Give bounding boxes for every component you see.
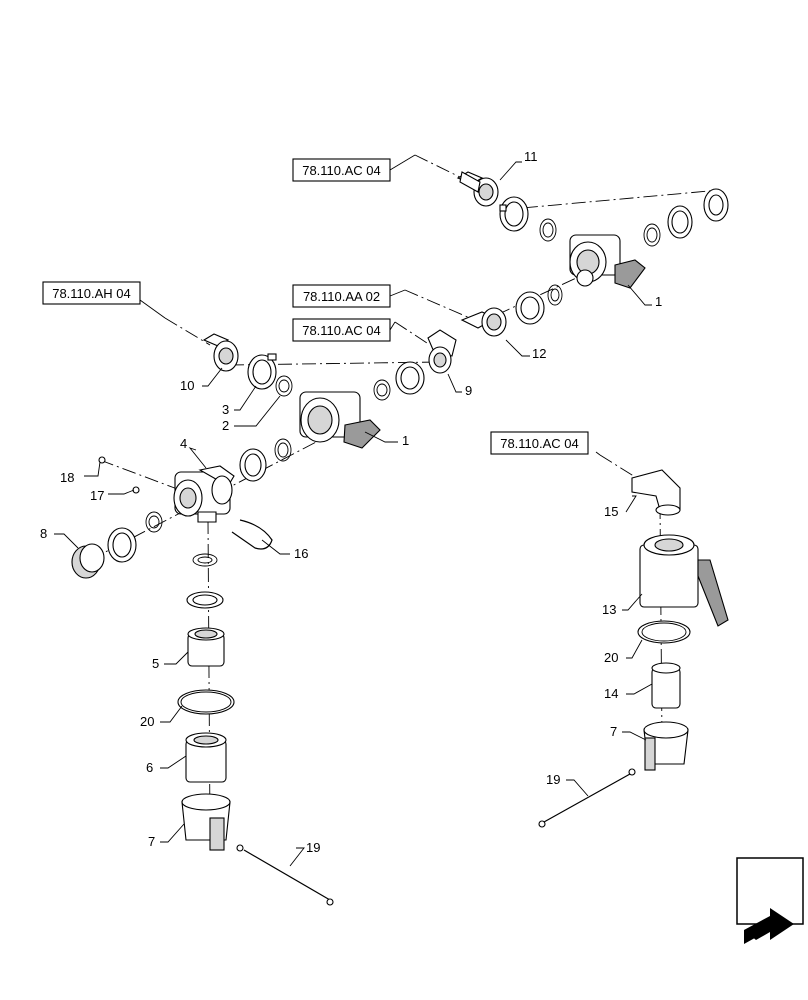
- callout-1-top: 1: [655, 294, 662, 309]
- callout-8: 8: [40, 526, 47, 541]
- clamp-3: [247, 353, 277, 390]
- callout-12: 12: [532, 346, 546, 361]
- leader-lines: [54, 154, 653, 867]
- clamp-ring-mid: [373, 361, 425, 401]
- callout-14: 14: [604, 686, 618, 701]
- ref-box-ah[interactable]: 78.110.AH 04: [42, 281, 141, 305]
- cam-lock-7-left: [181, 793, 231, 851]
- clamp-20-right: [637, 620, 691, 644]
- callout-6: 6: [146, 760, 153, 775]
- ref-box-ac-mid[interactable]: 78.110.AC 04: [292, 318, 391, 342]
- cap-8: [71, 543, 105, 579]
- clamp-ring-top: [499, 196, 529, 232]
- callout-11: 11: [524, 149, 538, 164]
- wire-pin-16: [231, 519, 273, 550]
- callout-15: 15: [604, 504, 618, 519]
- coupling-6: [185, 732, 227, 783]
- callout-2: 2: [222, 418, 229, 433]
- ref-top-label: 78.110.AC 04: [302, 163, 381, 178]
- tee-body-4: [173, 465, 235, 523]
- clamp-20-left: [177, 689, 235, 715]
- ref-ac-mid-label: 78.110.AC 04: [302, 323, 381, 338]
- ref-right-label: 78.110.AC 04: [500, 436, 579, 451]
- callout-4: 4: [180, 436, 187, 451]
- elbow-fitting-12: [460, 284, 563, 337]
- adapter-14: [651, 662, 681, 709]
- callout-9: 9: [465, 383, 472, 398]
- callout-19-left: 19: [306, 840, 320, 855]
- lanyard-19-right: [538, 768, 636, 828]
- callout-5: 5: [152, 656, 159, 671]
- next-page-arrow-icon[interactable]: [736, 857, 804, 944]
- callout-20-right: 20: [604, 650, 618, 665]
- callout-19-right: 19: [546, 772, 560, 787]
- clamp-ring-lower-left: [107, 511, 163, 563]
- callout-3: 3: [222, 402, 229, 417]
- ball-valve-13: [639, 534, 729, 627]
- callout-13: 13: [602, 602, 616, 617]
- gasket-2: [275, 375, 293, 397]
- callout-17: 17: [90, 488, 104, 503]
- callout-7-right: 7: [610, 724, 617, 739]
- fitting-9: [427, 329, 457, 374]
- ref-box-top[interactable]: 78.110.AC 04: [292, 158, 391, 182]
- gasket-top-right: [643, 188, 729, 247]
- gasket-mid-left: [239, 438, 292, 482]
- gasket-top: [539, 218, 557, 242]
- ref-box-aa[interactable]: 78.110.AA 02: [292, 284, 391, 308]
- callout-10: 10: [180, 378, 194, 393]
- cam-lock-7-right: [643, 721, 689, 771]
- callout-16: 16: [294, 546, 308, 561]
- ball-valve-1-top: [569, 234, 646, 289]
- callout-1-mid: 1: [402, 433, 409, 448]
- ref-aa-label: 78.110.AA 02: [303, 289, 380, 304]
- gasket-vertical: [186, 553, 224, 609]
- callout-numbers: 11 1 12 9 1 10 3 2 4 18 17 8 16 5 20 6 7…: [40, 149, 662, 855]
- hose-barb-fitting-10: [202, 333, 239, 372]
- pin-18: [98, 456, 106, 464]
- adapter-5: [187, 627, 225, 667]
- elbow-fitting-15: [631, 469, 681, 516]
- callout-7-left: 7: [148, 834, 155, 849]
- hose-barb-fitting-11: [456, 171, 499, 207]
- callout-18: 18: [60, 470, 74, 485]
- ref-ah-label: 78.110.AH 04: [52, 286, 131, 301]
- lanyard-19-left: [236, 844, 334, 906]
- callout-20-left: 20: [140, 714, 154, 729]
- ball-valve-1-middle: [299, 391, 381, 449]
- ref-box-right[interactable]: 78.110.AC 04: [490, 431, 589, 455]
